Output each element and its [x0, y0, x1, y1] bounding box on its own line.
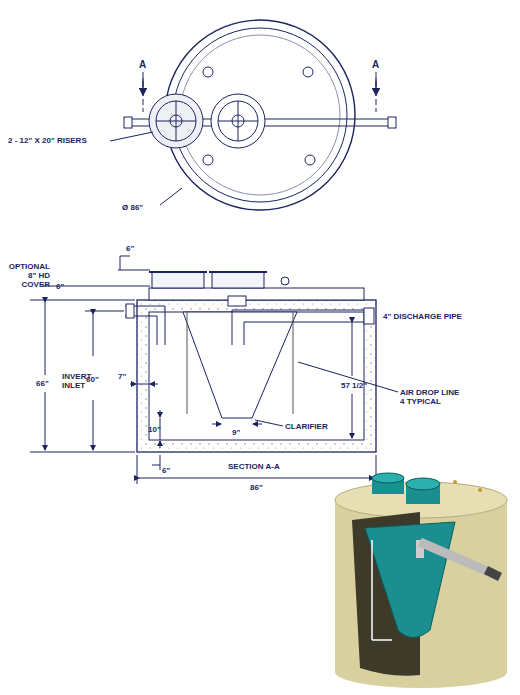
dimension: 6" — [126, 244, 134, 253]
dimension: 6" — [56, 282, 64, 291]
part-label: CLARIFIER — [285, 422, 328, 431]
dimension: Ø 86" — [122, 203, 143, 212]
dimension: 86" — [250, 483, 263, 492]
dimension: 66" — [36, 379, 49, 388]
dimension: SECTION A-A — [228, 462, 280, 471]
dimension: 7" — [118, 372, 126, 381]
dimension: 57 1/2" — [341, 381, 367, 390]
part-label: OPTIONAL 8" HD COVER — [8, 262, 50, 289]
part-label: 4" DISCHARGE PIPE — [383, 312, 493, 321]
section-marker: A — [139, 60, 146, 69]
dimension: 6" — [162, 466, 170, 475]
part-label: 2 - 12" X 20" RISERS — [8, 136, 118, 145]
part-label: AIR DROP LINE 4 TYPICAL — [400, 388, 460, 406]
section-marker: A — [372, 60, 379, 69]
dimension: 60" — [86, 375, 99, 384]
dimension: 10" — [148, 425, 161, 434]
dimension: 9" — [232, 428, 240, 437]
